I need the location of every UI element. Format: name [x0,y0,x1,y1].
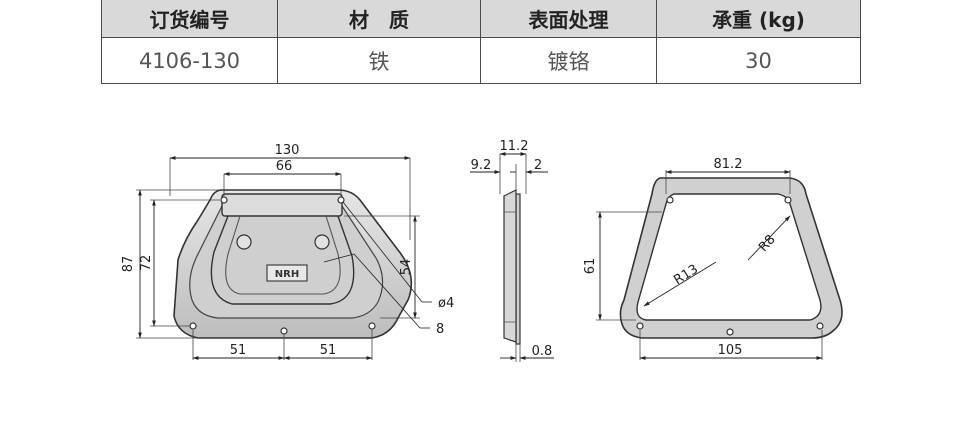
gasket-inner [636,193,822,321]
mount-hole-bottom-mid [280,327,288,335]
dim-width-total: 130 [275,143,300,158]
handle-loop [210,215,355,305]
cell-surface-treatment: 镀铬 [480,37,657,84]
logo-plate [266,264,308,282]
side-view: 11.2 9.2 2 0.8 [470,139,554,362]
dim-gasket-height: 61 [583,258,598,275]
handle-top-bar [221,193,343,217]
cell-material: 铁 [277,37,481,84]
gasket-hole-bottom-left [636,322,644,330]
table-row: 4106-130 铁 镀铬 30 [101,37,861,84]
dim-gasket-bottom: 105 [718,343,743,358]
side-body [503,189,517,343]
table-header-row: 订货编号 材 质 表面处理 承重 (kg) [101,0,861,39]
front-pocket [189,205,384,319]
gasket-hole-top-right [784,196,792,204]
gasket-hole-top-left [666,196,674,204]
cell-load-capacity: 30 [656,37,861,84]
rivet-left [236,234,252,250]
rivet-right [314,234,330,250]
header-surface-treatment: 表面处理 [480,0,657,39]
mount-hole-bottom-left [189,322,197,330]
mount-hole-bottom-right [368,322,376,330]
mount-hole-top-left [220,196,228,204]
mount-hole-top-right [337,196,345,204]
dim-height-inner: 72 [139,255,154,272]
gasket-hole-bottom-right [816,322,824,330]
header-order-number: 订货编号 [101,0,278,39]
dim-side-b: 2 [534,158,542,173]
dim-depth: 54 [399,259,414,276]
dim-height-total: 87 [121,256,136,273]
dim-side-thickness: 0.8 [532,344,553,359]
dim-hole-diameter: ø4 [438,296,454,311]
header-material: 材 质 [277,0,481,39]
logo-text: NRH [275,269,299,280]
cell-order-number: 4106-130 [101,37,278,84]
dim-radius: 8 [436,322,444,337]
dim-gasket-top: 81.2 [714,157,743,172]
header-load-capacity: 承重 (kg) [656,0,861,39]
dim-bottom-right: 51 [320,343,337,358]
front-view: NRH 130 66 87 72 54 ø4 [121,143,454,360]
gasket-hole-bottom-mid [726,328,734,336]
dim-side-total: 11.2 [500,139,529,154]
gasket-view: 81.2 105 61 R8 R13 [583,157,843,360]
dim-side-a: 9.2 [471,158,492,173]
dim-bottom-left: 51 [230,343,247,358]
dim-handle-width: 66 [276,159,293,174]
spec-table: 订货编号 材 质 表面处理 承重 (kg) 4106-130 铁 镀铬 30 [101,0,861,84]
